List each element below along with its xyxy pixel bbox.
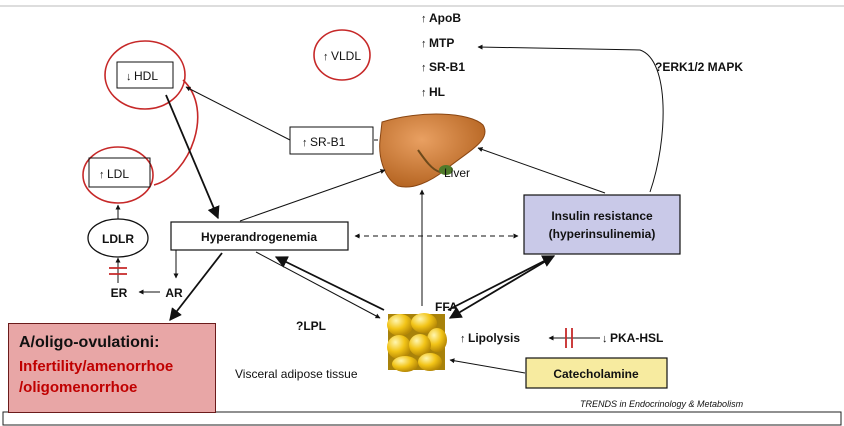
- marker-hl: HL: [429, 85, 445, 99]
- pka-down-arrow-icon: ↓: [602, 333, 608, 345]
- hdl-label: HDL: [134, 69, 158, 83]
- ffa-to-hyper-arrow: [274, 256, 385, 311]
- liver-vessel: [417, 149, 441, 173]
- ldl-label: LDL: [107, 167, 129, 181]
- ovulation-line-2: /oligomenorrhoe: [19, 379, 138, 396]
- erk-label: ?ERK1/2 MAPK: [655, 60, 743, 74]
- pka-hsl-label: PKA-HSL: [610, 331, 663, 345]
- insulin-to-liver-arrow: [477, 147, 606, 194]
- marker-apob: ApoB: [429, 11, 461, 25]
- marker-mtp: MTP: [429, 36, 454, 50]
- ovulation-title: A/oligo-ovulationi:: [19, 334, 160, 351]
- hdl-down-arrow-icon: ↓: [126, 71, 132, 83]
- apob-arrow-icon: ↑: [421, 13, 427, 25]
- lpl-label: ?LPL: [296, 319, 326, 333]
- visceral-adipose-label: Visceral adipose tissue: [235, 367, 358, 381]
- marker-srb1: SR-B1: [429, 60, 465, 74]
- insulin-resistance-line2: (hyperinsulinemia): [549, 227, 656, 241]
- insulin-erk-to-liver-arrow: [477, 44, 664, 193]
- insulin-resistance-box: [523, 194, 681, 255]
- ovulation-line-1: Infertility/amenorrhoe: [19, 358, 174, 375]
- vldl-ring: [313, 29, 371, 81]
- ldlr-label: LDLR: [102, 232, 134, 246]
- insulin-to-adipose-arrow: [448, 260, 547, 319]
- hdl-ldl-link: [153, 79, 199, 186]
- lipolysis-up-arrow-icon: ↑: [460, 333, 466, 345]
- ldl-ring: [82, 146, 154, 204]
- hdl-box: [116, 61, 174, 89]
- ldl-box: [88, 157, 151, 188]
- liver-label: Liver: [444, 166, 470, 180]
- hdl-ring: [104, 40, 186, 110]
- figure-credit: TRENDS in Endocrinology & Metabolism: [580, 399, 744, 409]
- catecholamine-to-adipose-arrow: [449, 358, 526, 374]
- hyper-to-liver-arrow: [239, 169, 386, 222]
- srb1-arrow-icon: ↑: [421, 62, 427, 74]
- srb1-to-hdl-arrow: [185, 86, 291, 141]
- insulin-resistance-line1: Insulin resistance: [551, 209, 653, 223]
- hdl-to-hyper-arrow: [165, 94, 220, 220]
- catecholamine-box: [525, 357, 668, 389]
- catecholamine-label: Catecholamine: [553, 367, 639, 381]
- vldl-label: VLDL: [331, 49, 361, 63]
- mtp-arrow-icon: ↑: [421, 38, 427, 50]
- gallbladder: [439, 165, 453, 175]
- liver-markers: ↑ ApoB ↑ MTP ↑ SR-B1 ↑ HL: [421, 11, 465, 99]
- ovulation-effects-box: A/oligo-ovulationi: Infertility/amenorrh…: [8, 323, 216, 413]
- hl-arrow-icon: ↑: [421, 87, 427, 99]
- srb1-up-arrow-icon: ↑: [302, 137, 308, 149]
- hyperandrogenemia-box: [170, 221, 349, 251]
- lipolysis-label: Lipolysis: [468, 331, 520, 345]
- ar-label: AR: [165, 286, 183, 300]
- bottom-border: [2, 411, 842, 426]
- srb1-box: [289, 126, 374, 155]
- hyper-to-adipose-arrow: [255, 251, 381, 319]
- er-label: ER: [111, 286, 128, 300]
- hyper-to-ovulation-arrow: [169, 252, 223, 321]
- ldl-up-arrow-icon: ↑: [99, 169, 105, 181]
- adipose-tissue-image: [387, 313, 447, 372]
- vldl-up-arrow-icon: ↑: [323, 51, 329, 63]
- srb1-label: SR-B1: [310, 135, 346, 149]
- ffa-to-insulin-arrow: [447, 255, 556, 311]
- hyperandrogenemia-label: Hyperandrogenemia: [201, 230, 317, 244]
